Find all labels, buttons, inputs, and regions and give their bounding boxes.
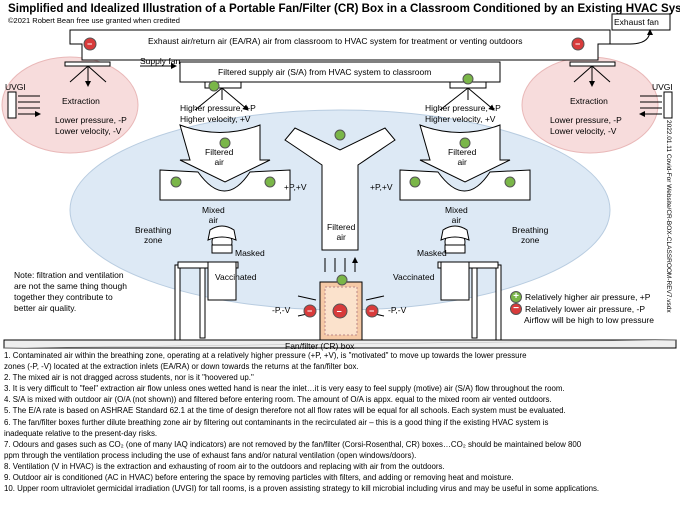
- footnote-line: zones (-P, -V) located at the extraction…: [4, 362, 359, 372]
- copyright-text: ©2021 Robert Bean free use granted when …: [8, 16, 180, 25]
- mixed-air-label-left: Mixed air: [202, 205, 225, 225]
- footnote-line: 10. Upper room ultraviolet germicidal ir…: [4, 484, 600, 494]
- footnote-line: 5. The E/A rate is based on ASHRAE Stand…: [4, 406, 566, 416]
- filtered-air-label-center: Filtered air: [327, 222, 356, 242]
- uvgi-label-left: UVGI: [5, 82, 26, 92]
- airflow-diagram: − − − − −: [1, 13, 677, 349]
- box-pv-label-right: -P,-V: [388, 305, 407, 315]
- breathing-zone-label-right: Breathing zone: [512, 225, 549, 245]
- supply-duct: [179, 61, 501, 83]
- pv-label-right: +P,+V: [370, 182, 393, 192]
- footnote-line: 2. The mixed air is not dragged across s…: [4, 373, 254, 383]
- footnote-line: ppm through the ventilation process incl…: [4, 450, 417, 460]
- footnote-line: 3. It is very difficult to "feel" extrac…: [4, 384, 565, 394]
- vaccinated-label-left: Vaccinated: [215, 272, 257, 282]
- footnote-line: 1. Contaminated air within the breathing…: [4, 351, 527, 360]
- extraction-label-right: Extraction: [570, 96, 608, 106]
- mixed-air-label-right: Mixed air: [445, 205, 468, 225]
- box-pv-label-left: -P,-V: [272, 305, 291, 315]
- supply-duct-label: Filtered supply air (S/A) from HVAC syst…: [218, 67, 432, 77]
- student-left: [174, 225, 239, 341]
- exhaust-duct: [69, 29, 611, 61]
- low-pressure-right: Lower pressure, -P: [550, 115, 622, 125]
- footnote-line: 4. S/A is mixed with outdoor air (O/A (n…: [4, 395, 552, 405]
- uvgi-label-right: UVGI: [652, 82, 673, 92]
- footnote-line: inadequate relative to the present-day r…: [4, 428, 158, 438]
- breathing-zone-label-left: Breathing zone: [135, 225, 172, 245]
- high-pressure-right: Higher pressure, +P: [425, 103, 501, 113]
- footnotes: 1. Contaminated air within the breathing…: [4, 350, 676, 494]
- page-title: Simplified and Idealized Illustration of…: [8, 2, 680, 15]
- filtration-note: Note: filtration and ventilation are not…: [14, 270, 127, 313]
- footnote-line: 7. Odours and gases such as CO₂ (one of …: [4, 439, 582, 449]
- exhaust-duct-label: Exhaust air/return air (EA/RA) air from …: [148, 36, 523, 46]
- extraction-inlet-left: [64, 61, 111, 67]
- supply-diffuser-left: [204, 81, 242, 89]
- supply-fan-label: Supply fan: [140, 56, 181, 66]
- legend: +Relatively higher air pressure, +P −Rel…: [510, 291, 654, 326]
- footnote-line: 6. The fan/filter boxes further dilute b…: [4, 417, 549, 427]
- svg-text:−: −: [87, 39, 92, 49]
- fan-filter-box-label: Fan/filter (CR) box: [285, 341, 355, 351]
- extraction-label-left: Extraction: [62, 96, 100, 106]
- svg-text:−: −: [307, 306, 312, 316]
- low-pressure-left: Lower pressure, -P: [55, 115, 127, 125]
- filtered-air-label-left: Filtered air: [205, 147, 234, 167]
- plus-icon: +: [510, 291, 522, 303]
- svg-text:−: −: [337, 307, 342, 317]
- exhaust-fan-box: [611, 13, 671, 31]
- exhaust-fan-arrow: [598, 29, 653, 45]
- low-velocity-left: Lower velocity, -V: [55, 126, 122, 136]
- low-velocity-right: Lower velocity, -V: [550, 126, 617, 136]
- legend-positive: Relatively higher air pressure, +P: [525, 291, 651, 302]
- mixed-air-stream-left: [159, 169, 291, 201]
- extraction-zone-left: [1, 56, 139, 154]
- masked-label-left: Masked: [235, 248, 265, 258]
- negative-pressure-markers: − − − − −: [83, 37, 585, 319]
- uvgi-lamp-right: [663, 91, 673, 119]
- vaccinated-label-right: Vaccinated: [393, 272, 435, 282]
- pv-label-left: +P,+V: [284, 182, 307, 192]
- filtered-air-stream-center: [284, 127, 396, 251]
- footnote-line: 8. Ventilation (V in HVAC) is the extrac…: [4, 461, 445, 471]
- minus-icon: −: [510, 303, 522, 315]
- exhaust-fan-label: Exhaust fan: [614, 17, 659, 27]
- filtered-air-label-right: Filtered air: [448, 147, 477, 167]
- svg-text:−: −: [575, 39, 580, 49]
- footnote-line: 9. Outdoor air is conditioned (AC in HVA…: [4, 473, 514, 483]
- positive-pressure-markers: [170, 73, 516, 286]
- high-velocity-right: Higher velocity, +V: [425, 114, 496, 124]
- filtered-air-stream-left: [179, 124, 271, 183]
- uvgi-lamp-left: [7, 91, 17, 119]
- mixed-air-stream-right: [399, 169, 531, 201]
- high-velocity-left: Higher velocity, +V: [180, 114, 251, 124]
- filtered-air-stream-right: [419, 124, 511, 183]
- high-pressure-left: Higher pressure, +P: [180, 103, 256, 113]
- extraction-inlet-right: [569, 61, 616, 67]
- student-right: [437, 225, 502, 341]
- masked-label-right: Masked: [417, 248, 447, 258]
- svg-text:−: −: [369, 306, 374, 316]
- legend-flow: Airflow will be high to low pressure: [524, 315, 654, 325]
- legend-negative: Relatively lower air pressure, -P: [525, 303, 645, 314]
